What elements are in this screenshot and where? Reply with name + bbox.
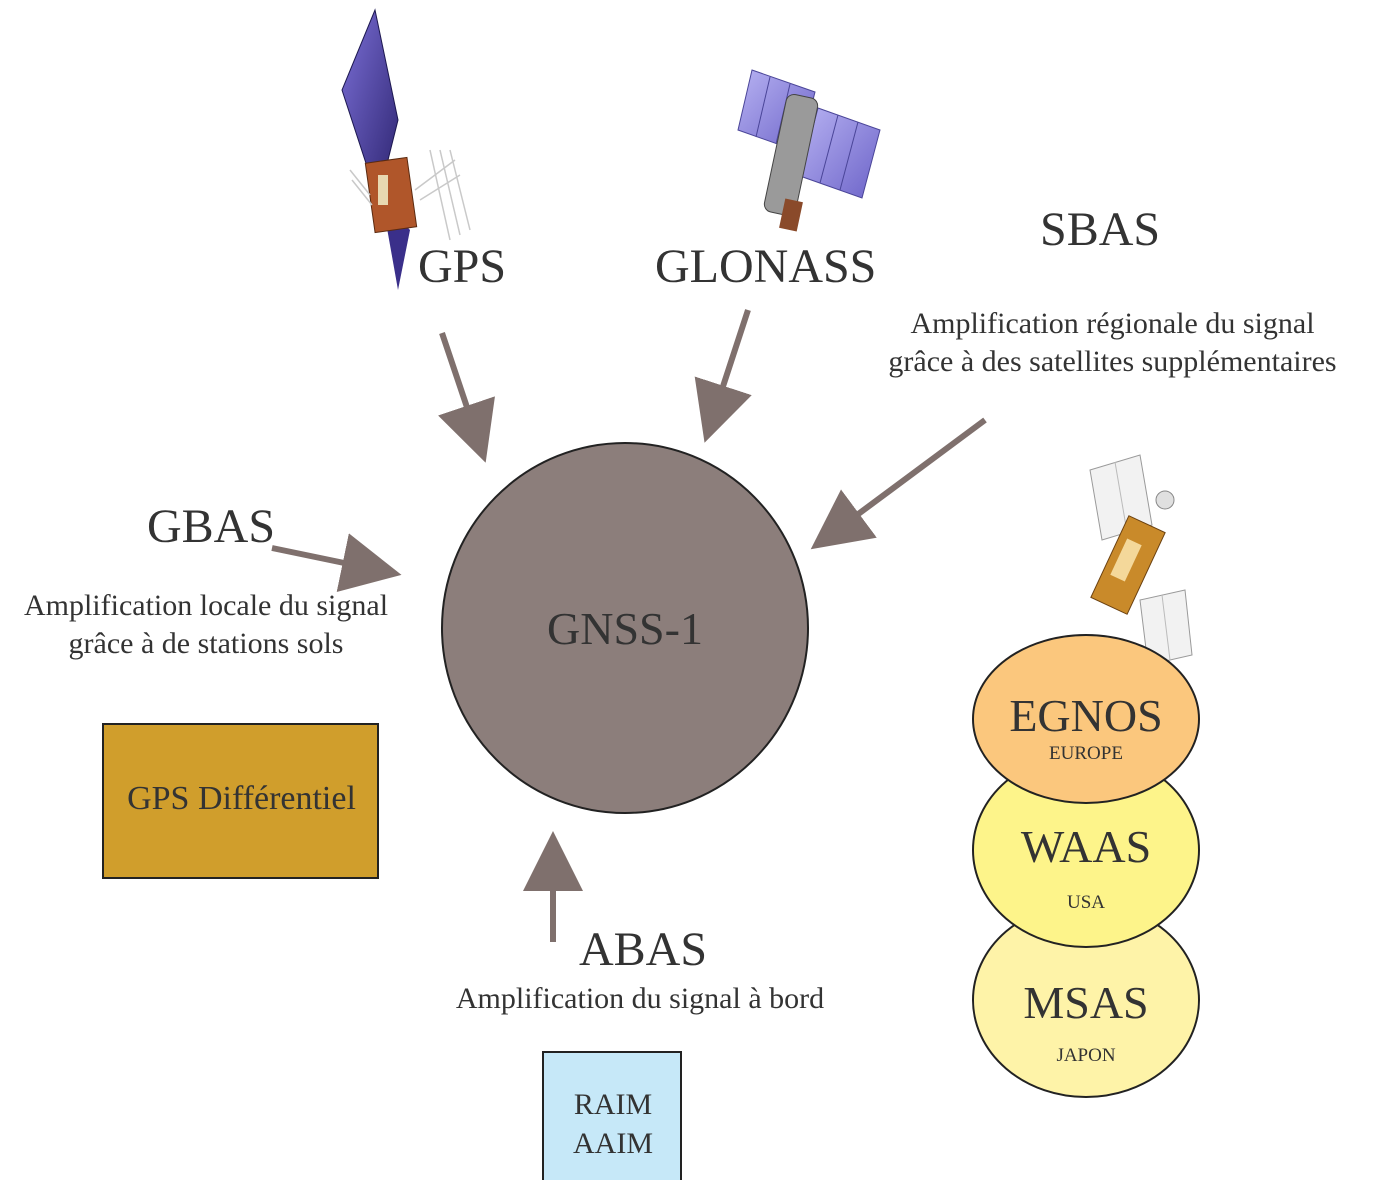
gbas-description-line1: Amplification locale du signal [23,589,389,622]
sbas-satellite-icon [1089,454,1193,666]
gnss-1-label: GNSS-1 [547,603,703,654]
waas-label: WAAS [1020,821,1152,872]
gps-differentiel-box [102,723,379,879]
sbas-description-line2: grâce à des satellites supplémentaires [888,344,1337,378]
sbas-description: Amplification régionale du signal grâce … [840,305,1377,380]
gbas-description-line2: grâce à de stations sols [68,626,344,660]
msas-region: JAPON [1056,1045,1116,1066]
arrow-sbas-to-gnss [810,417,987,550]
msas-label: MSAS [1023,977,1149,1028]
raim-aaim-label: RAIM AAIM [543,1085,683,1163]
glonass-satellite-icon [737,69,881,232]
egnos-label: EGNOS [1009,690,1163,741]
gps-satellite-icon [341,8,471,290]
arrow-gps-to-gnss [438,332,495,463]
gbas-title: GBAS [147,500,276,553]
gps-label: GPS [418,240,507,293]
aaim-label: AAIM [573,1127,653,1160]
sbas-description-line1: Amplification régionale du signal [910,307,1315,340]
abas-description: Amplification du signal à bord [455,982,825,1015]
sbas-title: SBAS [1040,203,1161,256]
gps-differentiel-label: GPS Différentiel [127,780,356,817]
raim-aaim-box [542,1051,682,1180]
raim-label: RAIM [573,1088,653,1121]
arrow-gbas-to-gnss [271,533,402,593]
gnss-1-circle [441,442,809,814]
egnos-circle [972,634,1200,804]
gbas-description: Amplification locale du signal grâce à d… [0,587,412,662]
abas-title: ABAS [579,923,708,976]
arrow-glonass-to-gnss [694,309,752,443]
waas-region: USA [1066,892,1105,913]
egnos-region: EUROPE [1049,743,1123,764]
glonass-label: GLONASS [655,240,877,293]
